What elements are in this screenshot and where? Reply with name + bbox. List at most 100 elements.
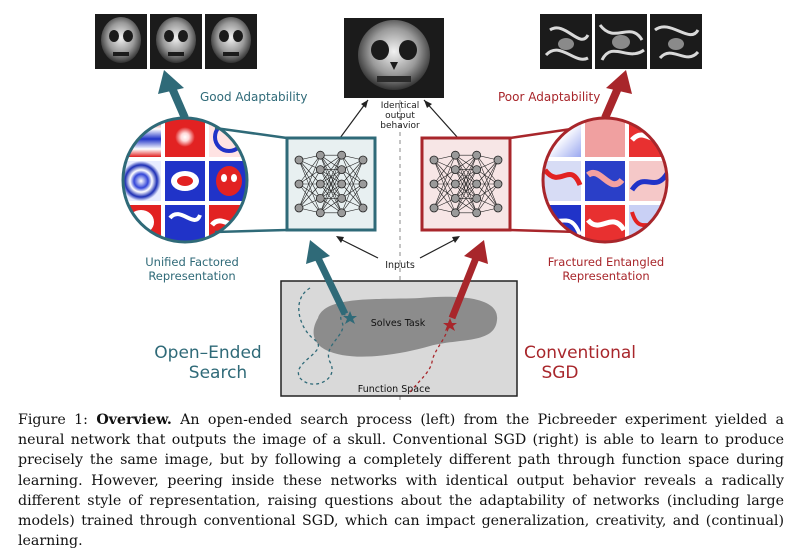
left-skull-thumbnails: [95, 14, 257, 69]
poor-adaptability-arrow: [601, 70, 632, 120]
inputs-label: Inputs: [385, 260, 415, 271]
network-node: [315, 193, 325, 203]
network-edge: [341, 159, 364, 213]
network-edge: [341, 183, 364, 213]
network-edge: [433, 155, 456, 209]
network-edge: [455, 169, 477, 213]
network-edge: [455, 183, 477, 213]
network-edge: [298, 155, 321, 185]
network-edge: [433, 183, 456, 213]
teal-star-icon: [343, 311, 357, 324]
network-edge: [341, 183, 364, 209]
network-node: [429, 155, 439, 165]
network-node: [472, 193, 482, 203]
caption-prefix: Figure 1:: [18, 412, 88, 428]
network-node: [429, 203, 439, 213]
network-edge: [341, 155, 364, 185]
network-edge: [320, 155, 342, 185]
network-node: [337, 165, 347, 175]
fractured-representation-circle: [541, 116, 669, 244]
network-edge: [298, 169, 321, 209]
network-edge: [298, 155, 321, 209]
network-edge: [320, 169, 342, 213]
function-space-label: Function Space: [358, 384, 431, 395]
open-ended-label-line2: Search: [189, 363, 247, 383]
network-node: [450, 165, 460, 175]
network-edge: [433, 159, 456, 185]
right-skull-thumbnails: [540, 14, 702, 69]
network-edge: [341, 155, 364, 209]
network-edge: [298, 183, 321, 209]
network-node: [493, 155, 503, 165]
network-edge: [476, 159, 499, 185]
network-edge: [298, 159, 321, 199]
network-node: [294, 203, 304, 213]
network-node: [450, 150, 460, 160]
network-edge: [476, 183, 499, 213]
network-node: [493, 203, 503, 213]
network-node: [294, 179, 304, 189]
network-node: [450, 193, 460, 203]
network-node: [358, 155, 368, 165]
sgd-label-line2: SGD: [541, 363, 578, 383]
network-edge: [455, 155, 477, 185]
network-edge: [320, 155, 342, 199]
network-node: [450, 179, 460, 189]
network-edge: [476, 155, 499, 209]
network-edge: [341, 159, 364, 185]
overview-figure: Good Adaptability Poor Adaptability Iden…: [95, 14, 702, 400]
network-edge: [320, 183, 342, 213]
unified-label-line1: Unified Factored: [145, 255, 239, 269]
network-edge: [433, 159, 456, 213]
function-space-box: Solves Task Function Space: [280, 280, 518, 397]
network-node: [358, 179, 368, 189]
network-node: [315, 179, 325, 189]
network-node: [358, 203, 368, 213]
network-node: [472, 208, 482, 218]
fractured-label-line1: Fractured Entangled: [548, 255, 664, 269]
network-edge: [455, 155, 477, 213]
network-edge: [341, 159, 364, 199]
network-node: [472, 150, 482, 160]
network-edge: [341, 169, 364, 209]
network-edge: [476, 169, 499, 209]
open-ended-label-line1: Open–Ended: [154, 343, 261, 363]
fractured-label-line2: Representation: [562, 269, 649, 283]
network-edge: [298, 183, 321, 213]
caption-bold-title: Overview.: [96, 412, 172, 428]
good-adaptability-label: Good Adaptability: [200, 90, 307, 104]
network-edge: [298, 159, 321, 213]
network-edge: [433, 183, 456, 209]
network-edge: [298, 159, 321, 185]
network-edge: [433, 159, 456, 199]
right-network-box: [420, 136, 512, 232]
network-node: [294, 155, 304, 165]
network-node: [472, 179, 482, 189]
center-skull-output: [344, 18, 444, 98]
network-edge: [320, 155, 342, 213]
network-node: [493, 179, 503, 189]
unified-label-line2: Representation: [148, 269, 235, 283]
network-node: [337, 150, 347, 160]
red-star-icon: [443, 318, 457, 331]
sgd-label-line1: Conventional: [524, 343, 636, 363]
network-node: [472, 165, 482, 175]
network-edge: [476, 155, 499, 185]
caption-text: An open-ended search process (left) from…: [18, 412, 784, 550]
unified-representation-circle: [121, 116, 249, 244]
network-edge: [476, 159, 499, 213]
network-node: [315, 150, 325, 160]
network-node: [315, 208, 325, 218]
network-node: [337, 179, 347, 189]
good-adaptability-arrow: [158, 70, 189, 120]
poor-adaptability-label: Poor Adaptability: [498, 90, 600, 104]
network-node: [450, 208, 460, 218]
network-node: [337, 193, 347, 203]
network-edge: [476, 159, 499, 199]
network-node: [315, 165, 325, 175]
network-node: [429, 179, 439, 189]
identical-output-line1: Identical: [381, 101, 420, 111]
network-edge: [433, 169, 456, 209]
left-network-box: [285, 136, 377, 232]
figure-caption: Figure 1: Overview. An open-ended search…: [18, 410, 784, 551]
